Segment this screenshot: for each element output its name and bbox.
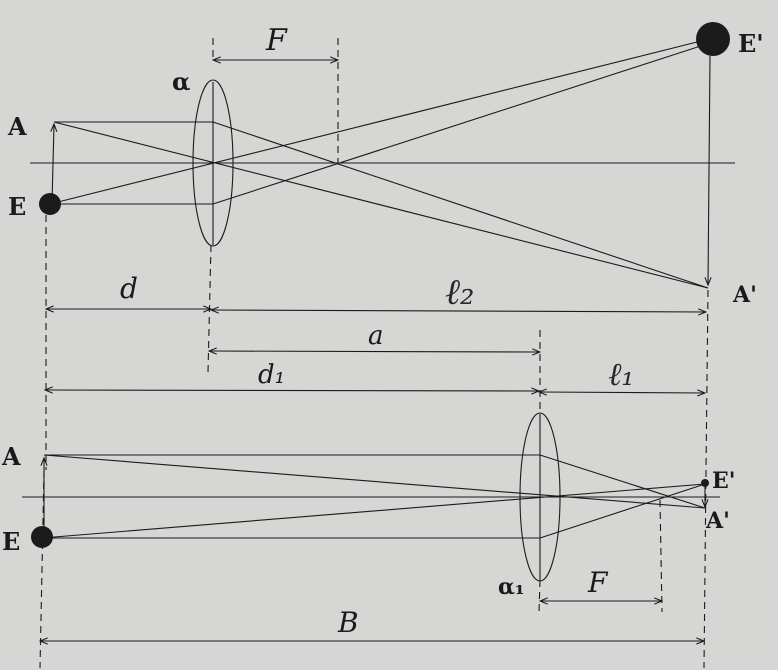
- l2-dimension: [211, 310, 706, 312]
- ray: [49, 37, 714, 205]
- bottom-lens-label: α₁: [498, 574, 525, 600]
- bottom-lens-dashed-down: [538, 579, 541, 613]
- top-focal-label: F: [265, 23, 288, 58]
- bottom-object-dashed: [39, 469, 45, 669]
- l1-dimension: [539, 392, 705, 393]
- ray: [212, 41, 714, 205]
- l1-label: ℓ₁: [608, 355, 634, 393]
- bottom-object-point-e: [31, 526, 53, 548]
- bottom-object-bottom-label: E: [2, 527, 20, 556]
- d1-label: d₁: [258, 360, 285, 390]
- top-image-point-e: [696, 22, 730, 56]
- top-image-arrow: [708, 55, 710, 285]
- bottom-image-bottom-label: A': [705, 508, 730, 534]
- d1-dimension: [45, 390, 539, 391]
- ray: [539, 483, 706, 539]
- ray: [53, 121, 709, 289]
- bottom-lens: [519, 412, 561, 582]
- bottom-image-point-e: [701, 479, 709, 487]
- d-label: d: [120, 272, 138, 305]
- top-lens-label: α: [172, 67, 190, 96]
- top-image-dashed: [705, 289, 709, 471]
- l2-label: ℓ₂: [445, 272, 474, 313]
- bottom-image-dashed: [703, 469, 707, 669]
- top-image-bottom-label: A': [732, 282, 757, 308]
- ray: [539, 454, 706, 509]
- a-label: a: [368, 321, 384, 351]
- top-object-arrow: [52, 124, 54, 204]
- top-object-bottom-label: E: [8, 192, 26, 221]
- ray: [41, 483, 706, 539]
- bottom-image-top-label: E': [712, 468, 736, 494]
- bottom-focal-label: F: [587, 566, 609, 599]
- a-dimension: [209, 351, 540, 352]
- top-image-top-label: E': [738, 29, 764, 58]
- bottom-focal-dashed: [659, 499, 663, 613]
- labels: F α A E E' A' d ℓ₂ a d₁ ℓ₁ A E E' A' α₁ …: [1, 23, 764, 639]
- top-setup: [30, 22, 735, 471]
- bottom-setup: [22, 412, 720, 669]
- ray: [43, 454, 706, 509]
- top-lens: [192, 79, 234, 247]
- ray: [212, 121, 709, 289]
- middle-dimensions: [45, 330, 705, 415]
- b-label: B: [337, 606, 359, 639]
- bottom-object-top-label: A: [1, 442, 21, 471]
- top-object-top-label: A: [7, 112, 27, 141]
